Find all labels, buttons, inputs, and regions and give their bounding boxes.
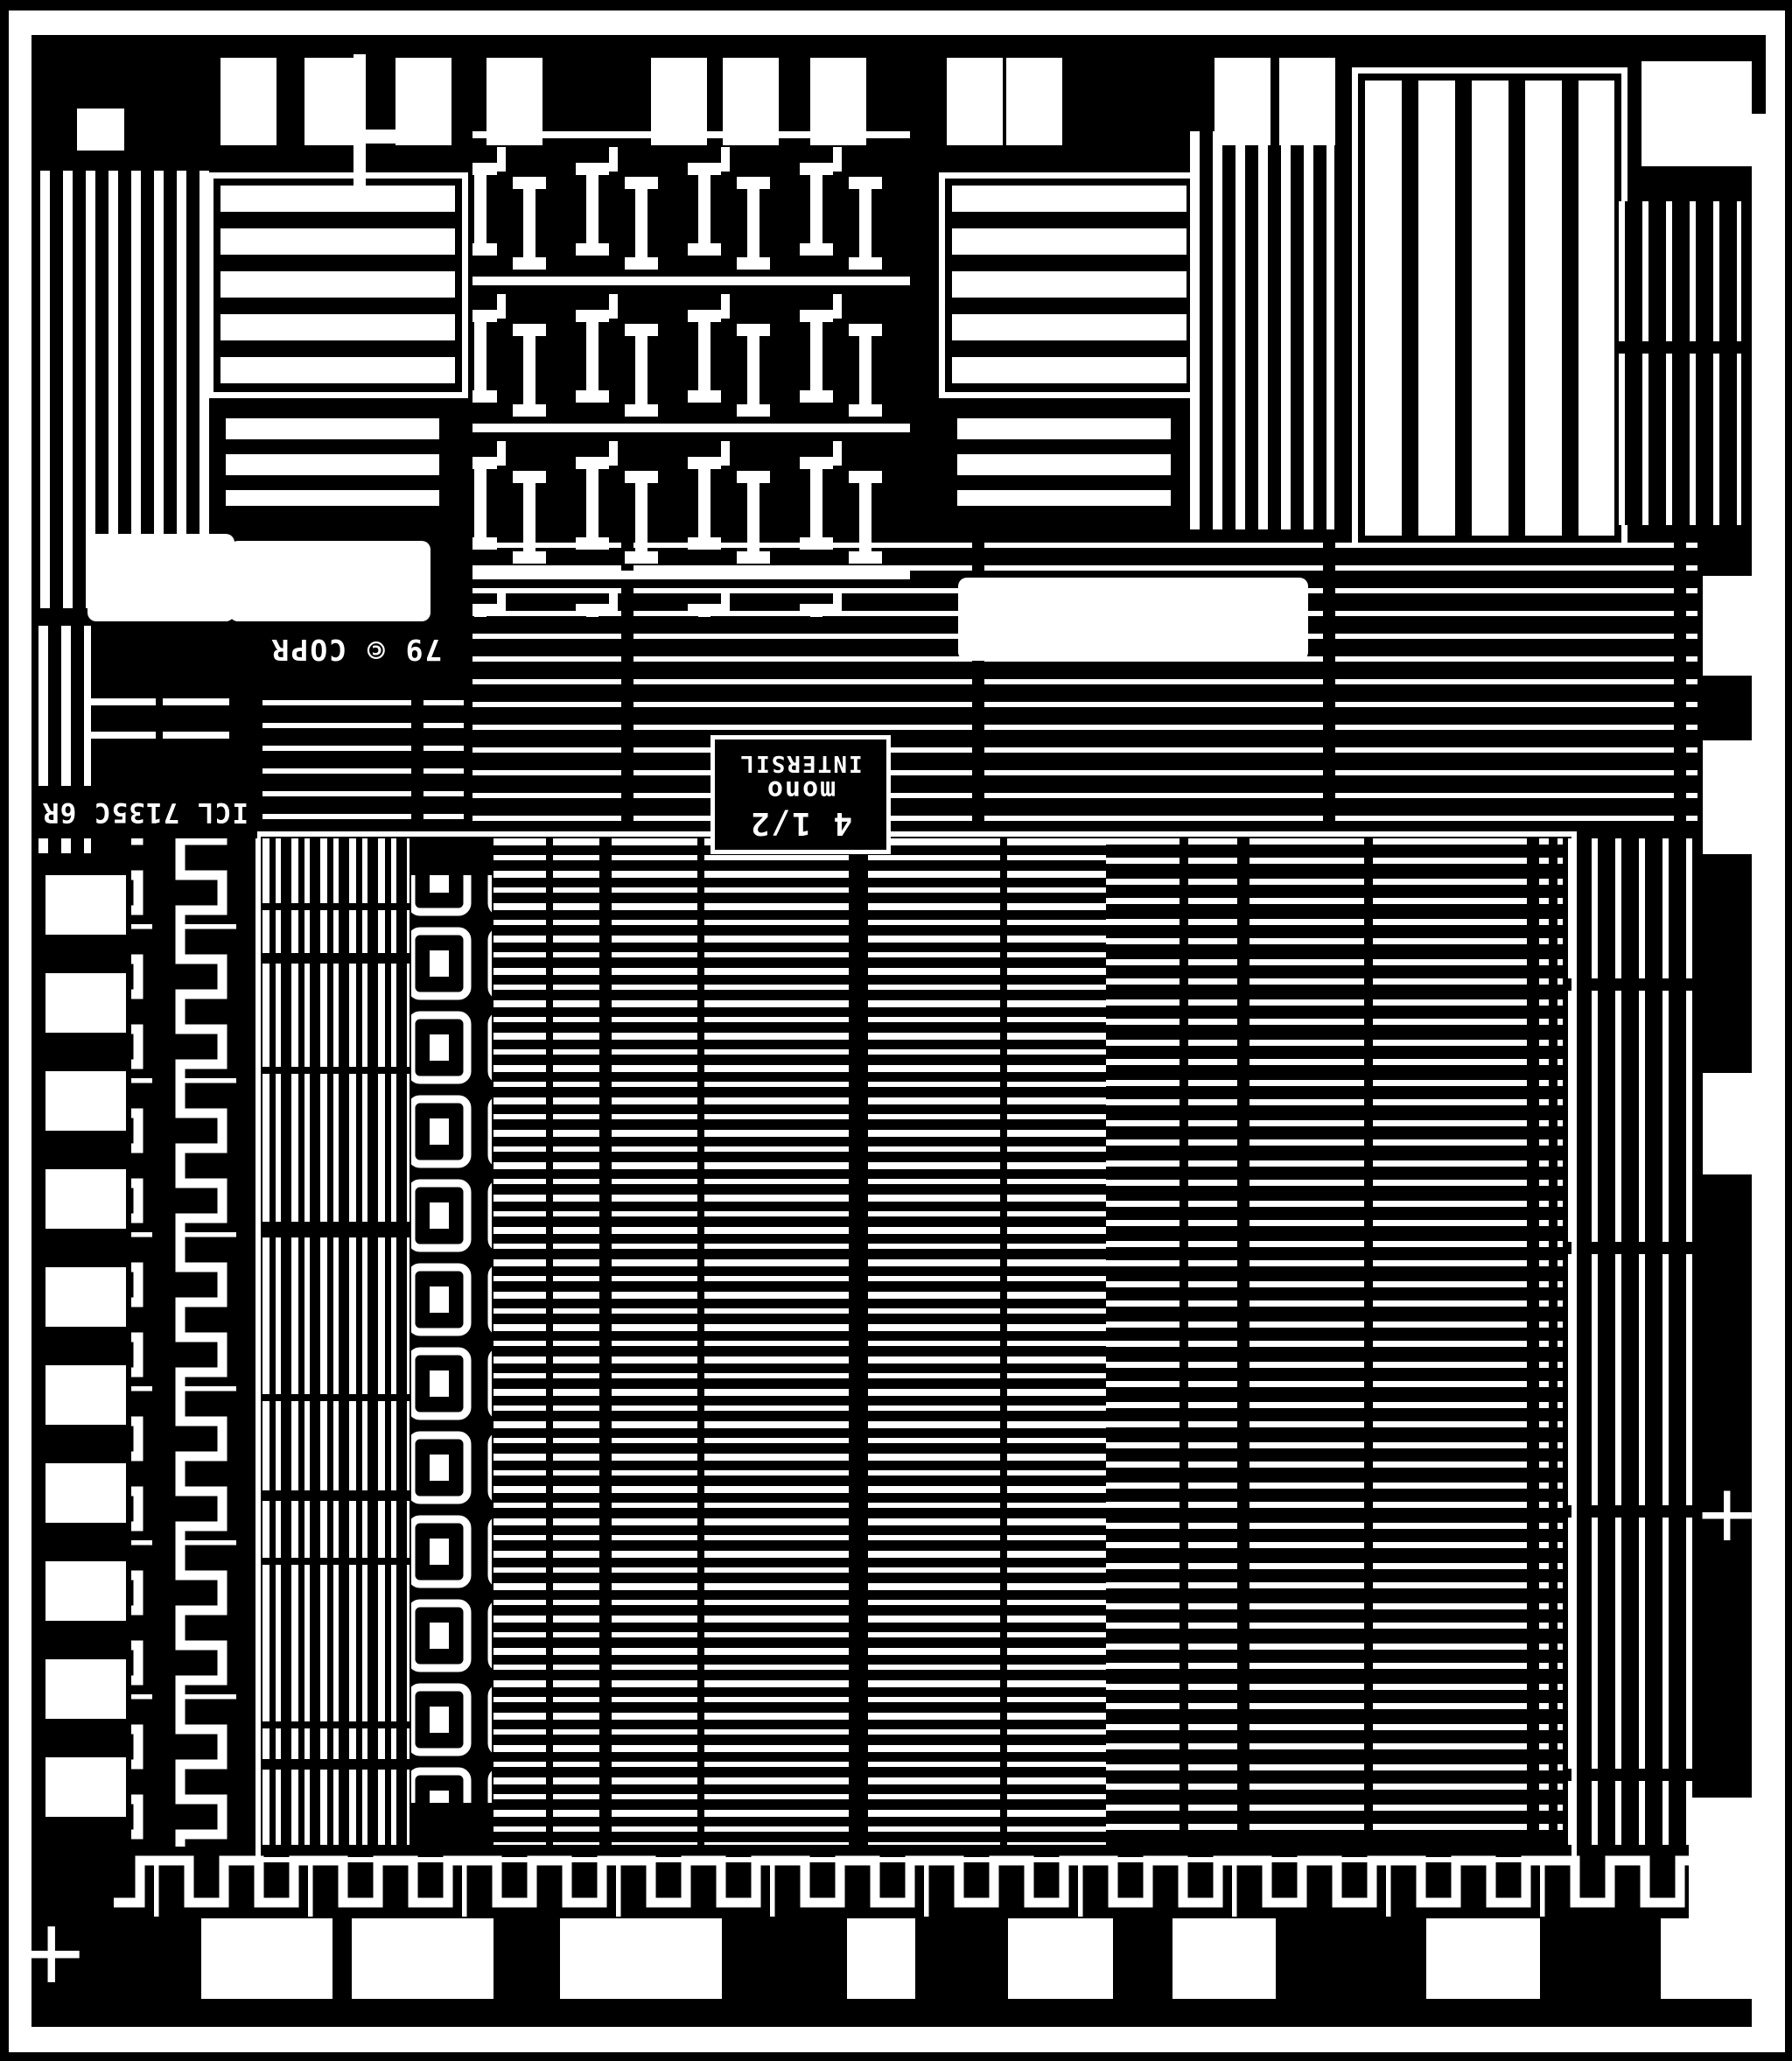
bond-pad — [723, 58, 779, 145]
alignment-cross-right: + — [1694, 1468, 1760, 1560]
frame-right-top — [1766, 11, 1785, 124]
bond-pad — [220, 58, 276, 145]
bond-pad — [46, 875, 126, 935]
bond-pad — [1008, 1918, 1113, 1999]
bond-pad — [352, 1918, 494, 1999]
core-routing-right — [1106, 838, 1563, 1845]
bond-pad — [560, 1918, 722, 1999]
alignment-cross-bottom-left: + — [14, 1900, 89, 2004]
bond-pad — [46, 973, 126, 1033]
bond-pad — [486, 58, 542, 145]
bond-pad — [1642, 61, 1752, 166]
metal-slab — [88, 534, 234, 621]
bond-pad — [1214, 58, 1270, 145]
bond-pad — [810, 58, 866, 145]
capacitor-stripes-top-right — [1365, 81, 1614, 536]
bond-pad — [396, 58, 452, 145]
bond-pad — [46, 1561, 126, 1621]
bond-pad — [1006, 58, 1062, 145]
bond-pad — [46, 1365, 126, 1425]
logo-mono: mono — [765, 775, 836, 806]
bond-pad — [651, 58, 707, 145]
logo-digits: 4 1/2 — [748, 804, 853, 841]
resistor-ladder-center — [952, 186, 1186, 385]
bond-pad — [46, 1757, 126, 1817]
transistor-array-texture — [472, 131, 910, 617]
bond-pad — [1661, 1918, 1755, 1999]
resistor-ladder-left-lower — [226, 418, 439, 506]
stripe-array-mid-right — [1190, 131, 1334, 529]
copyright-label: 79 © COPR — [261, 623, 452, 677]
resistor-ladder-left — [220, 186, 455, 385]
frame-bottom — [9, 2027, 1785, 2052]
intersil-logo: 4 1/2 mono INTERSIL — [710, 735, 891, 854]
vernier-left-half — [89, 698, 156, 739]
meander-band-left-texture — [131, 838, 256, 1847]
bond-pad-top-small — [77, 109, 124, 151]
frame-left — [9, 11, 32, 2052]
metal-slab — [229, 541, 430, 621]
metal-slab — [958, 578, 1308, 661]
bond-pad — [304, 58, 360, 145]
bond-pad — [1426, 1918, 1540, 1999]
core-routing-center — [494, 838, 1106, 1845]
vernier-right-half — [163, 698, 229, 739]
core-routing-left — [262, 838, 410, 1845]
bond-pad — [46, 1659, 126, 1719]
frame-right — [1752, 114, 1785, 2052]
core-east-margin-routing — [1568, 838, 1696, 1845]
left-mid-routing — [262, 700, 464, 823]
frame-top — [9, 11, 1782, 35]
bond-pad — [46, 1071, 126, 1131]
digit-cell-ladder-texture — [411, 875, 492, 1803]
resistor-ladder-center-lower — [957, 418, 1171, 506]
bond-pad — [201, 1918, 332, 1999]
bond-pad — [46, 1169, 126, 1229]
bond-pad — [1279, 58, 1335, 145]
right-margin-routing — [1619, 201, 1741, 525]
logo-brand: INTERSIL — [738, 749, 863, 776]
part-number-label: ICL 7135C 6R — [33, 786, 257, 838]
bond-pad — [847, 1918, 915, 1999]
bond-pad — [1172, 1918, 1276, 1999]
bond-pad — [947, 58, 1003, 145]
alignment-vernier-mark — [89, 698, 229, 739]
bond-pad — [46, 1267, 126, 1327]
bond-pad — [46, 1463, 126, 1523]
